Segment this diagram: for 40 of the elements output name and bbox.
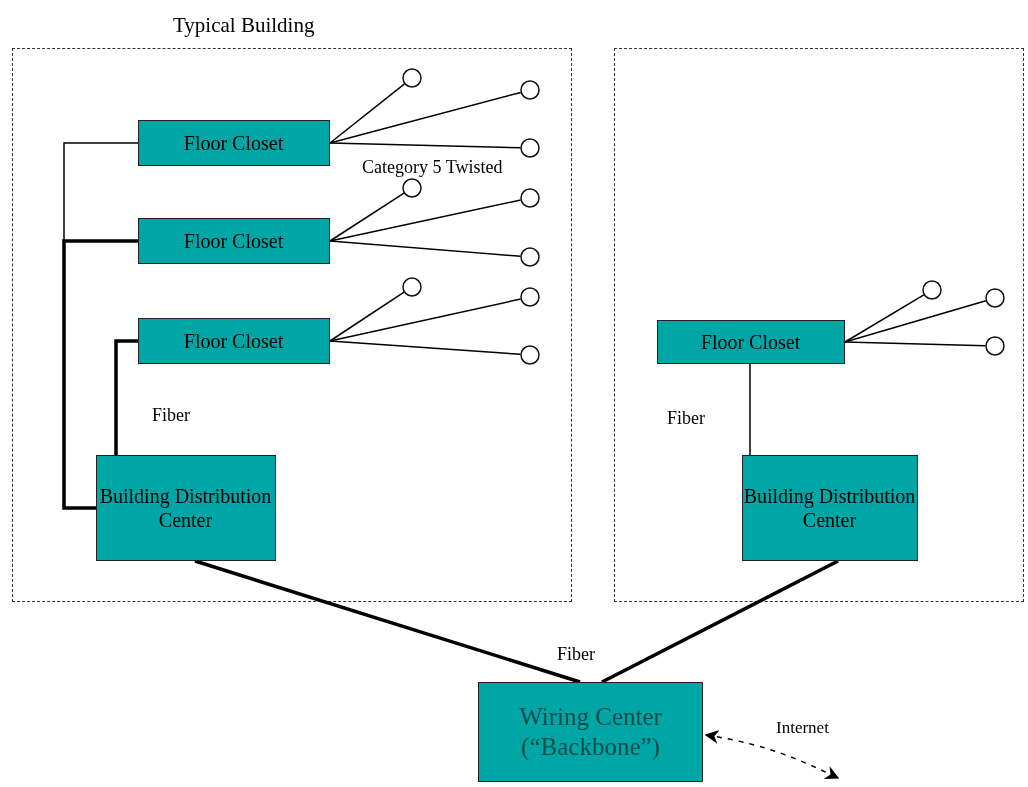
closet-box: Floor Closet (137, 217, 330, 264)
distribution-center-box: Building Distribution Center (741, 454, 918, 561)
outlet-circle (401, 67, 422, 88)
outlet-circle (519, 286, 540, 307)
cable-line (749, 363, 751, 456)
cable-line (329, 192, 405, 242)
dashed-arrow (704, 730, 840, 779)
outlet-circle (519, 137, 540, 158)
cable-line (329, 240, 522, 257)
closet-box: Floor Closet (137, 317, 330, 364)
outlet-circle (401, 177, 422, 198)
building-heading: Typical Building (173, 13, 315, 38)
building-outline (614, 48, 1024, 602)
outlet-circle (401, 276, 422, 297)
closet-box: Floor Closet (137, 119, 330, 166)
cable-line (329, 291, 405, 342)
fiber-label: Fiber (152, 405, 190, 426)
outlet-circle (519, 344, 540, 365)
fiber-label: Fiber (667, 408, 705, 429)
outlet-circle (921, 279, 942, 300)
outlet-circle (984, 287, 1005, 308)
cable-line (601, 559, 839, 684)
cable-line (844, 299, 987, 343)
cable-line (114, 339, 138, 455)
wiring-center-box: Wiring Center (“Backbone”) (478, 682, 703, 782)
outlet-circle (984, 335, 1005, 356)
outlet-circle (519, 79, 540, 100)
fiber-label: Fiber (557, 644, 595, 665)
closet-box: Floor Closet (656, 319, 845, 364)
outlet-circle (519, 187, 540, 208)
cable-line (329, 142, 522, 149)
cable-label: Category 5 Twisted (362, 157, 503, 178)
cable-line (329, 340, 522, 356)
distribution-center-box: Building Distribution Center (95, 454, 276, 561)
cable-line (194, 559, 581, 684)
cable-line (62, 239, 138, 510)
cable-line (844, 294, 925, 343)
outlet-circle (519, 246, 540, 267)
cable-line (844, 341, 987, 347)
cable-line (329, 83, 406, 144)
